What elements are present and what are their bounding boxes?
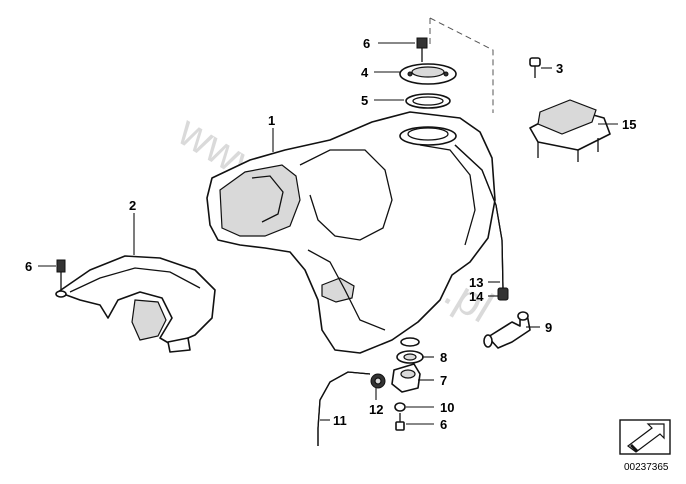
arrow-badge-icon xyxy=(619,419,671,455)
screw[interactable] xyxy=(529,57,541,78)
heat-shield[interactable] xyxy=(57,255,216,353)
diagram-number: 00237365 xyxy=(624,462,669,473)
vent-hose[interactable] xyxy=(454,144,504,289)
callout-9[interactable]: 9 xyxy=(545,320,552,335)
hose-clip[interactable] xyxy=(497,287,509,301)
fuel-hose[interactable] xyxy=(317,371,371,446)
leader-lines xyxy=(38,42,618,425)
gasket[interactable] xyxy=(405,93,451,109)
callout-6-left[interactable]: 6 xyxy=(25,259,32,274)
callout-12[interactable]: 12 xyxy=(369,402,383,417)
callout-14[interactable]: 14 xyxy=(469,289,484,304)
callout-labels: 6 4 5 1 2 6 3 15 13 14 9 8 7 10 6 12 11 xyxy=(25,36,636,432)
filler-flange[interactable] xyxy=(399,63,457,85)
callout-7[interactable]: 7 xyxy=(440,373,447,388)
callout-6-bottom[interactable]: 6 xyxy=(440,417,447,432)
callout-1[interactable]: 1 xyxy=(268,113,275,128)
bolt-left[interactable] xyxy=(55,259,67,298)
bolt-bottom[interactable] xyxy=(395,413,405,431)
fuel-tap[interactable] xyxy=(391,363,421,393)
washer[interactable] xyxy=(394,402,406,412)
callout-2[interactable]: 2 xyxy=(129,198,136,213)
fuel-tank[interactable] xyxy=(206,111,496,354)
callout-15[interactable]: 15 xyxy=(622,117,636,132)
callout-6-top[interactable]: 6 xyxy=(363,36,370,51)
callout-8[interactable]: 8 xyxy=(440,350,447,365)
callout-13[interactable]: 13 xyxy=(469,275,483,290)
callout-5[interactable]: 5 xyxy=(361,93,368,108)
bolt-top[interactable] xyxy=(416,37,428,62)
hose-clamp[interactable] xyxy=(370,373,386,389)
callout-11[interactable]: 11 xyxy=(333,413,347,428)
callout-10[interactable]: 10 xyxy=(440,400,454,415)
callout-4[interactable]: 4 xyxy=(361,65,369,80)
pump-gasket[interactable] xyxy=(396,337,424,364)
t-connector[interactable] xyxy=(483,311,531,349)
dashed-assembly-frame xyxy=(429,17,494,113)
filler-cap[interactable] xyxy=(529,99,611,162)
callout-3[interactable]: 3 xyxy=(556,61,563,76)
